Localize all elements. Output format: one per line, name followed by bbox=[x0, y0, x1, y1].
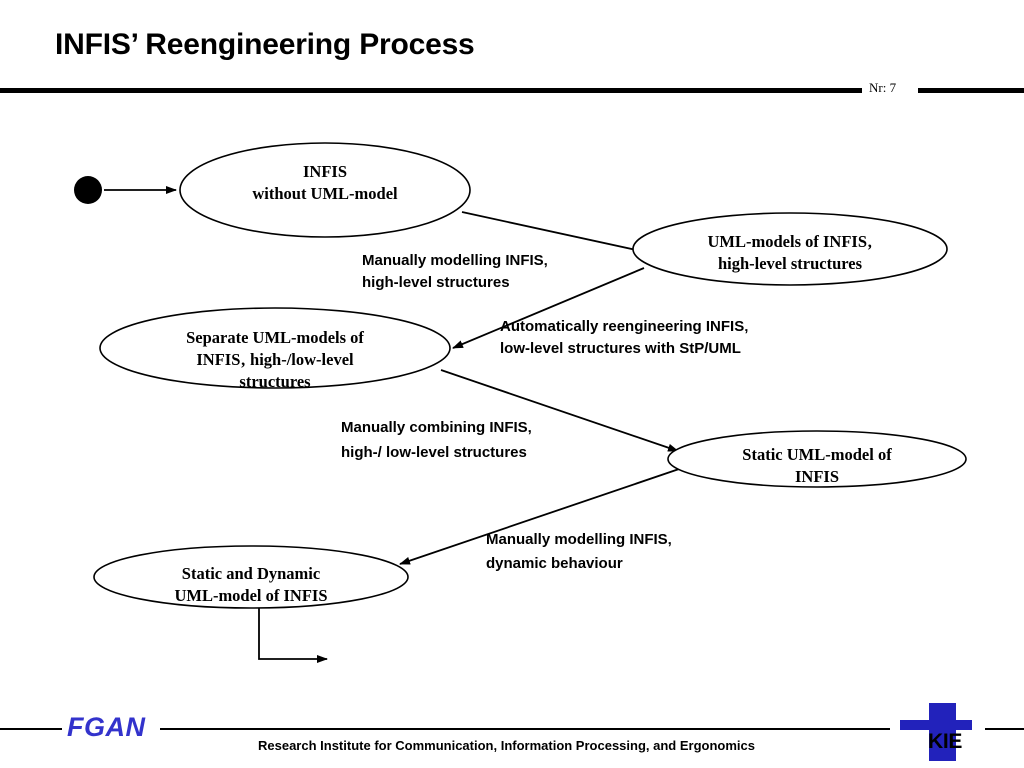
transition-label-line1: Manually modelling INFIS‚ bbox=[362, 252, 548, 269]
header-divider-left bbox=[0, 88, 862, 93]
state-node-label-line1: INFIS bbox=[303, 162, 347, 181]
edge-n5-to-exit bbox=[258, 599, 328, 663]
transition-label-line2: low-level structures with StP/UML bbox=[500, 340, 741, 357]
footer-divider-left bbox=[0, 728, 62, 730]
transition-label-line2: high-/ low-level structures bbox=[341, 444, 527, 461]
state-node-ellipse bbox=[179, 142, 471, 238]
transition-label-line1: Automatically reengineering INFIS‚ bbox=[500, 318, 748, 335]
state-node-label-line1: Static and Dynamic bbox=[182, 564, 320, 583]
state-node-infis-without-uml-model[interactable]: INFIS without UML-model bbox=[179, 142, 471, 238]
fkie-logo-text: KIE bbox=[928, 730, 963, 753]
state-node-label-line2: INFIS bbox=[795, 467, 839, 486]
state-node-ellipse bbox=[99, 307, 451, 389]
state-node-label-line3: structures bbox=[239, 372, 311, 391]
fkie-f-mark-icon bbox=[900, 703, 972, 761]
state-node-label-line1: Separate UML-models of bbox=[186, 328, 364, 347]
initial-state-dot bbox=[74, 176, 102, 204]
state-node-label-line2: high-level structures bbox=[718, 254, 863, 273]
state-node-label-line1: Static UML-model of bbox=[742, 445, 892, 464]
state-node-static-uml-model[interactable]: Static UML-model of INFIS bbox=[667, 430, 967, 488]
transition-label-manually-combining: Manually combining INFIS‚ high-/ low-lev… bbox=[341, 419, 532, 461]
transition-label-line2: high-level structures bbox=[362, 274, 510, 291]
page-title: INFIS’ Reengineering Process bbox=[55, 28, 475, 61]
transition-label-line2: dynamic behaviour bbox=[486, 555, 623, 572]
footer-divider-right bbox=[985, 728, 1024, 730]
state-node-ellipse bbox=[632, 212, 948, 286]
edge-n1-to-n2 bbox=[461, 211, 651, 255]
footer-divider-middle bbox=[160, 728, 890, 730]
transition-label-manually-modelling-dynamic: Manually modelling INFIS‚ dynamic behavi… bbox=[486, 531, 672, 572]
transition-label-automatically-reengineering: Automatically reengineering INFIS‚ low-l… bbox=[500, 318, 748, 357]
state-node-separate-uml-models[interactable]: Separate UML-models of INFIS‚ high-/low-… bbox=[99, 307, 451, 391]
footer-institute-name: Research Institute for Communication, In… bbox=[258, 738, 755, 753]
state-node-label-line2: UML-model of INFIS bbox=[174, 586, 327, 605]
transition-label-line1: Manually combining INFIS‚ bbox=[341, 419, 532, 436]
edge-n2-to-n3 bbox=[452, 267, 645, 349]
edge-n4-to-n5 bbox=[399, 467, 683, 565]
transition-label-manually-modelling-high-level: Manually modelling INFIS‚ high-level str… bbox=[362, 252, 548, 291]
state-node-label-line2: INFIS‚ high-/low-level bbox=[196, 350, 354, 369]
transition-label-line1: Manually modelling INFIS‚ bbox=[486, 531, 672, 548]
state-node-ellipse bbox=[667, 430, 967, 488]
state-node-label-line2: without UML-model bbox=[252, 184, 398, 203]
state-node-ellipse bbox=[93, 545, 409, 609]
state-node-uml-models-high-level[interactable]: UML-models of INFIS‚ high-level structur… bbox=[632, 212, 948, 286]
header-divider-right bbox=[918, 88, 1024, 93]
edge-n3-to-n4 bbox=[440, 369, 679, 452]
fkie-logo: KIE bbox=[900, 703, 1010, 761]
fgan-logo: FGAN bbox=[67, 712, 146, 742]
uml-state-diagram: INFIS without UML-model UML-models of IN… bbox=[0, 100, 1024, 700]
state-node-static-and-dynamic-uml-model[interactable]: Static and Dynamic UML-model of INFIS bbox=[93, 545, 409, 609]
slide-number: Nr: 7 bbox=[869, 80, 897, 95]
state-node-label-line1: UML-models of INFIS‚ bbox=[708, 232, 873, 251]
